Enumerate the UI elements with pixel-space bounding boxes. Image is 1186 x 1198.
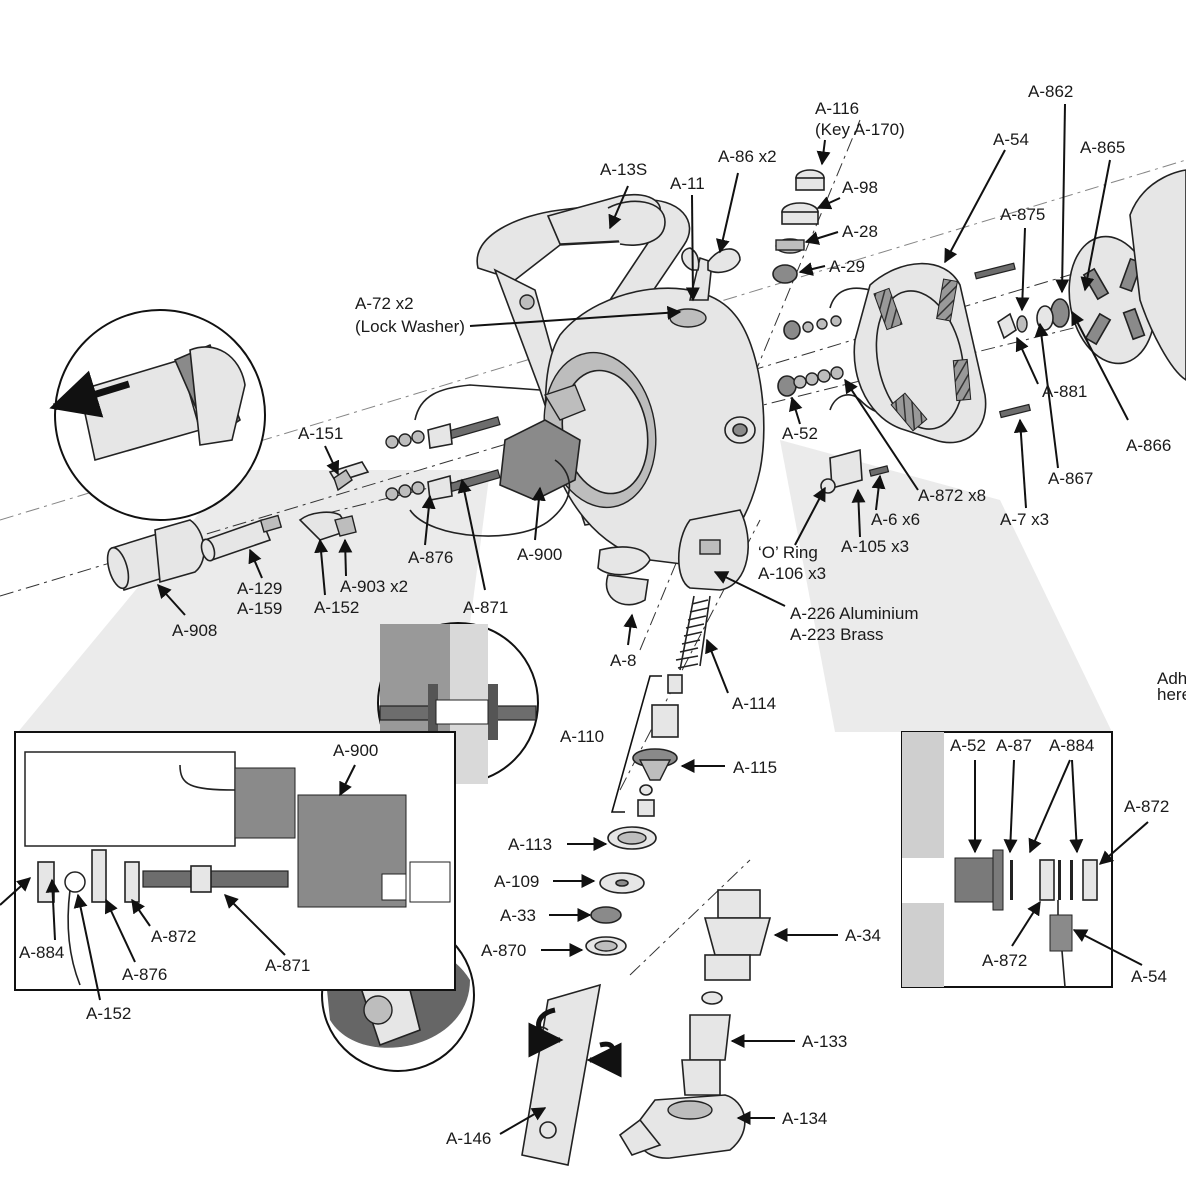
label-a876-main: A-876 [408, 548, 453, 567]
label-a33: A-33 [500, 906, 536, 925]
label-a8: A-8 [610, 651, 636, 670]
label-a72x2: A-72 x2 [355, 294, 414, 313]
label-a223: A-223 Brass [790, 625, 884, 644]
label-a129: A-129 [237, 579, 282, 598]
label-a105x3: A-105 x3 [841, 537, 909, 556]
label-lock-washer: (Lock Washer) [355, 317, 465, 336]
label-a106x3: A-106 x3 [758, 564, 826, 583]
label-a875: A-875 [1000, 205, 1045, 224]
label-inset-right-a54: A-54 [1131, 967, 1167, 986]
label-a34: A-34 [845, 926, 881, 945]
label-a109: A-109 [494, 872, 539, 891]
inset-left-projection [18, 470, 490, 732]
label-inset-left-a871: A-871 [265, 956, 310, 975]
label-a881: A-881 [1042, 382, 1087, 401]
label-a152-main: A-152 [314, 598, 359, 617]
label-a151: A-151 [298, 424, 343, 443]
label-a862: A-862 [1028, 82, 1073, 101]
label-adhesive-2: here [1157, 685, 1186, 704]
label-a28: A-28 [842, 222, 878, 241]
inset-right-projection [780, 440, 1112, 732]
label-a867: A-867 [1048, 469, 1093, 488]
label-inset-right-a52: A-52 [950, 736, 986, 755]
label-a146: A-146 [446, 1129, 491, 1148]
label-a54-top: A-54 [993, 130, 1029, 149]
label-a113: A-113 [508, 835, 552, 854]
label-a11: A-11 [670, 174, 705, 193]
label-a116: A-116 [815, 99, 859, 118]
motor-coil-assembly [777, 169, 1186, 494]
part-labels: A-116 (Key A-170) A-862 A-54 A-865 A-13S… [19, 82, 1186, 1148]
label-inset-left-a872: A-872 [151, 927, 196, 946]
label-a866: A-866 [1126, 436, 1171, 455]
label-inset-right-a884: A-884 [1049, 736, 1094, 755]
label-inset-right-a872-top: A-872 [1124, 797, 1169, 816]
label-a134: A-134 [782, 1109, 827, 1128]
label-a900-main: A-900 [517, 545, 562, 564]
valve-stack [772, 169, 825, 284]
label-a908: A-908 [172, 621, 217, 640]
lower-stack [521, 595, 772, 1166]
label-a29: A-29 [829, 257, 865, 276]
label-adhesive-1: Adh [1157, 669, 1186, 688]
label-a865: A-865 [1080, 138, 1125, 157]
pump-housing [476, 193, 765, 606]
label-a114: A-114 [732, 694, 776, 713]
label-inset-right-a87: A-87 [996, 736, 1032, 755]
label-inset-left-a152: A-152 [86, 1004, 131, 1023]
inset-right-panel [901, 731, 1113, 988]
label-o-ring: ‘O’ Ring [758, 543, 818, 562]
label-a133: A-133 [802, 1032, 847, 1051]
leader-arrows [0, 103, 1149, 1135]
terminal-studs [385, 416, 501, 501]
label-a115: A-115 [733, 758, 777, 777]
label-a13s: A-13S [600, 160, 647, 179]
label-a7x3: A-7 x3 [1000, 510, 1049, 529]
label-a52-main: A-52 [782, 424, 818, 443]
label-inset-left-a876: A-876 [122, 965, 167, 984]
label-a86x2: A-86 x2 [718, 147, 777, 166]
label-a903x2: A-903 x2 [340, 577, 408, 596]
label-inset-left-a900: A-900 [333, 741, 378, 760]
label-a871-main: A-871 [463, 598, 508, 617]
label-key-a170: (Key A-170) [815, 120, 905, 139]
label-a110: A-110 [560, 727, 604, 746]
label-a6x6: A-6 x6 [871, 510, 920, 529]
detail-circle-top [49, 309, 266, 521]
label-a159: A-159 [237, 599, 282, 618]
bracket-a110 [610, 675, 662, 813]
inset-left-panel [14, 731, 456, 991]
label-inset-right-a872-bottom: A-872 [982, 951, 1027, 970]
label-a226: A-226 Aluminium [790, 604, 919, 623]
label-a872x8: A-872 x8 [918, 486, 986, 505]
rotation-arrows [528, 1007, 622, 1078]
label-a870: A-870 [481, 941, 526, 960]
label-a98: A-98 [842, 178, 878, 197]
cartridge-parts [106, 461, 370, 592]
label-inset-left-a884: A-884 [19, 943, 64, 962]
